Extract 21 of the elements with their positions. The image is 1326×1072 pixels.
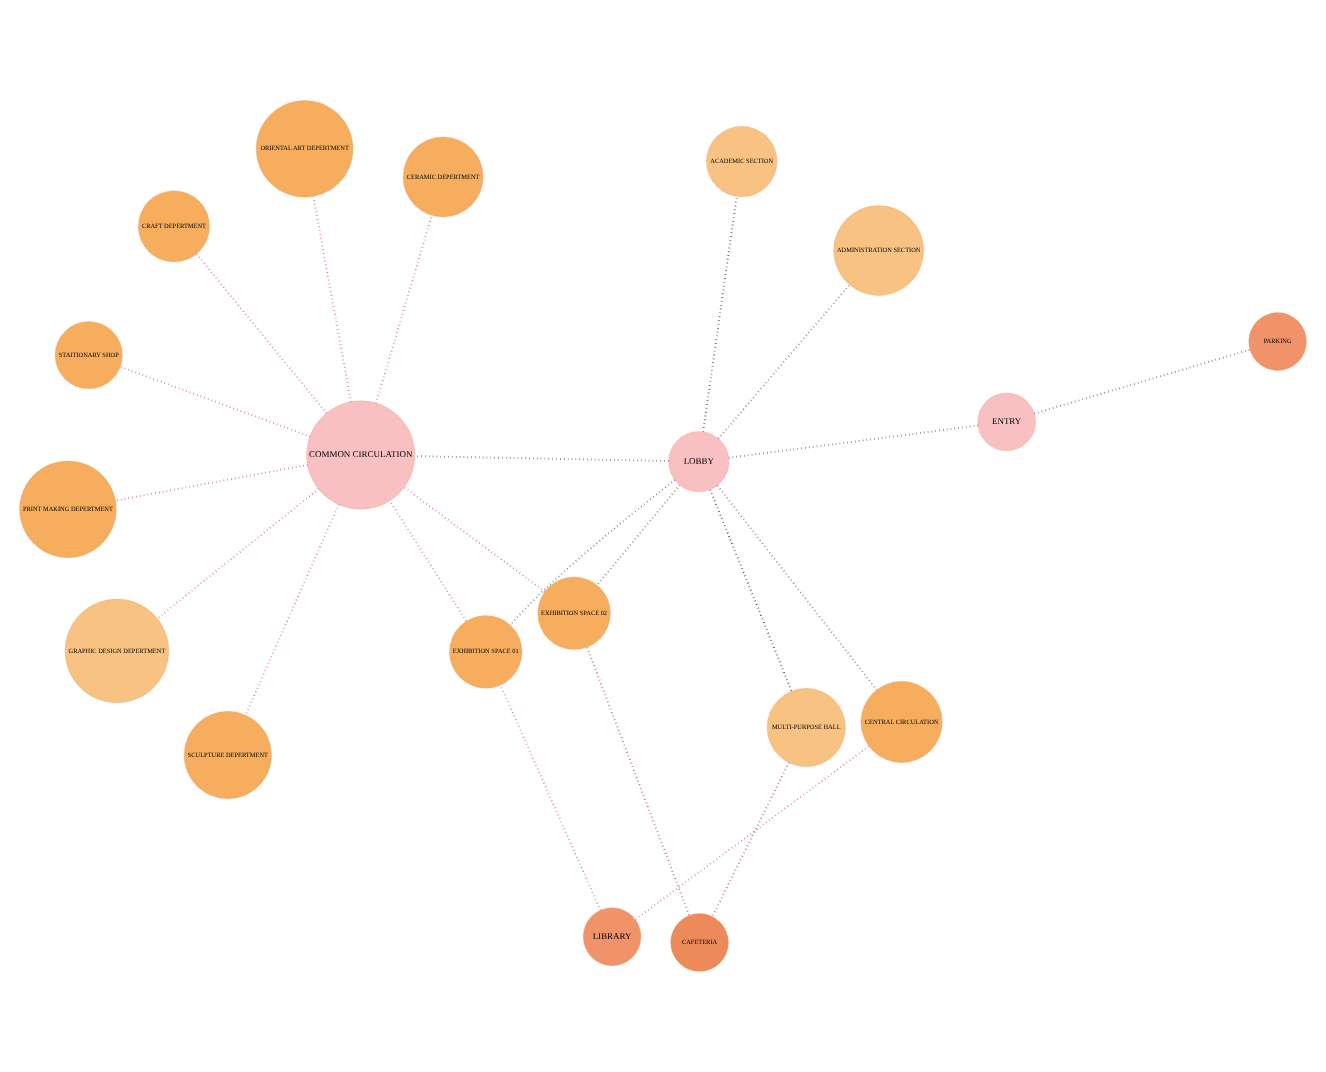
connector bbox=[709, 488, 793, 693]
connector bbox=[702, 195, 738, 433]
connector bbox=[716, 484, 878, 691]
connector bbox=[717, 283, 851, 440]
connector bbox=[388, 499, 468, 622]
connector bbox=[1033, 348, 1251, 415]
connector bbox=[586, 646, 691, 917]
connector bbox=[634, 745, 870, 921]
connector bbox=[596, 484, 681, 586]
connector bbox=[312, 195, 352, 403]
connector bbox=[499, 684, 602, 912]
connector bbox=[114, 463, 309, 502]
connector bbox=[403, 486, 546, 593]
connector bbox=[119, 365, 311, 438]
connector bbox=[414, 455, 670, 462]
connector bbox=[195, 252, 328, 415]
connector bbox=[509, 479, 676, 626]
connector bbox=[375, 214, 433, 405]
connector bbox=[711, 761, 790, 918]
connector bbox=[156, 488, 320, 620]
connector bbox=[727, 424, 979, 459]
